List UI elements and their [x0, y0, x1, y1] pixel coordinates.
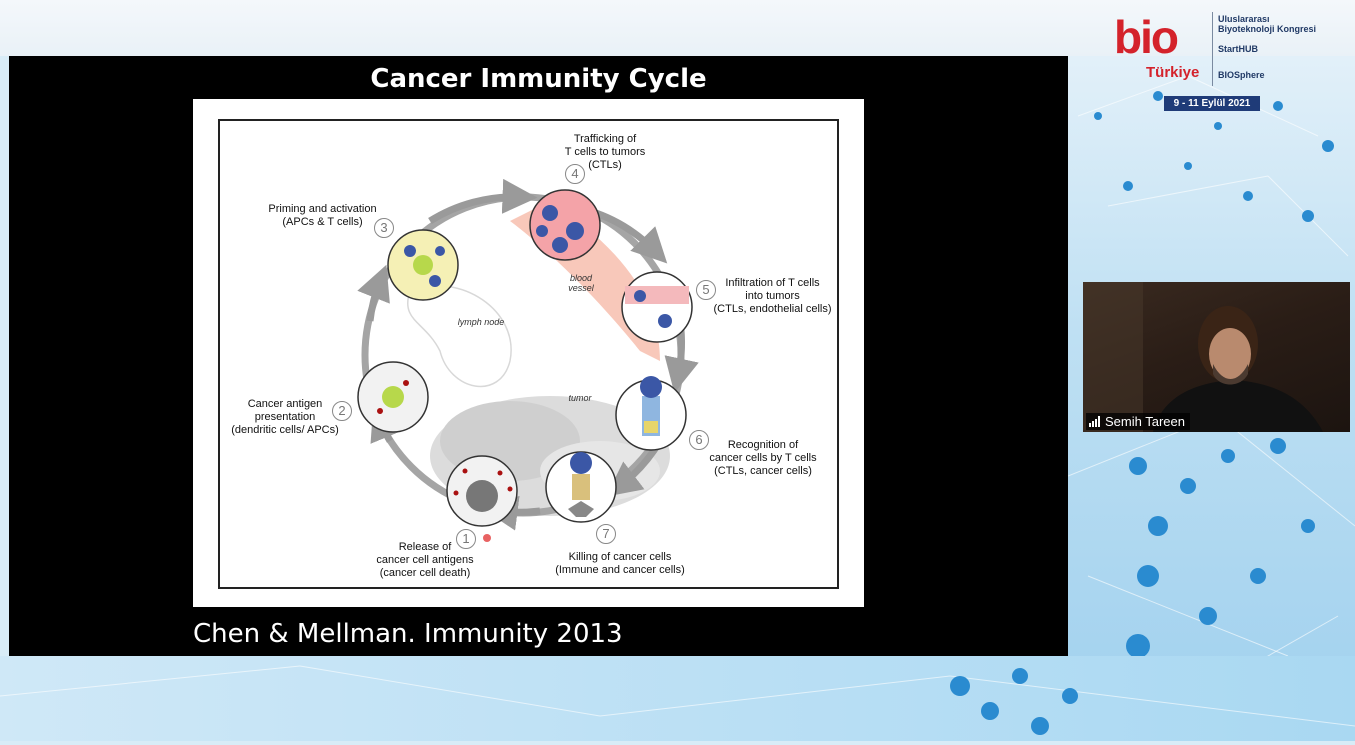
slide-citation: Chen & Mellman. Immunity 2013	[193, 619, 623, 649]
step-1-illustration	[446, 455, 518, 527]
logo-brand: bio	[1114, 11, 1179, 63]
step-2-label: Cancer antigen presentation (dendritic c…	[231, 398, 339, 436]
event-logo: bio Türkiye Uluslararası Biyoteknoloji K…	[1108, 10, 1348, 115]
tumor-label: tumor	[568, 393, 592, 403]
step-3-label: Priming and activation (APCs & T cells)	[268, 203, 377, 228]
top-banner	[0, 0, 1355, 56]
bottom-banner	[0, 656, 1355, 741]
figure-frame: 1 2 3 4 5 6 7 Release of cancer cell ant…	[218, 119, 839, 589]
step-3-number: 3	[374, 218, 394, 238]
step-5-label: Infiltration of T cells into tumors (CTL…	[713, 277, 832, 315]
network-decoration-bottom	[0, 665, 1355, 735]
participant-video[interactable]	[1083, 282, 1350, 432]
step-7-label: Killing of cancer cells (Immune and canc…	[555, 551, 685, 576]
logo-country: Türkiye	[1146, 64, 1200, 81]
figure-panel: 1 2 3 4 5 6 7 Release of cancer cell ant…	[193, 99, 864, 607]
event-dates: 9 - 11 Eylül 2021	[1164, 96, 1260, 111]
step-1-label: Release of cancer cell antigens (cancer …	[376, 541, 474, 579]
step-2-number: 2	[332, 401, 352, 421]
shared-slide: Cancer Immunity Cycle	[9, 56, 1068, 656]
logo-line-4: BIOSphere	[1218, 70, 1265, 80]
signal-bars-icon	[1089, 416, 1100, 427]
step-7-number: 7	[596, 524, 616, 544]
lymph-node	[407, 285, 512, 388]
logo-line-1: Uluslararası	[1218, 14, 1270, 24]
step-3-illustration	[387, 229, 459, 301]
logo-divider	[1212, 12, 1213, 86]
step-4-label: Trafficking of T cells to tumors (CTLs)	[564, 133, 646, 171]
step-4-number: 4	[565, 164, 585, 184]
logo-line-3: StartHUB	[1218, 44, 1259, 54]
speaker-silhouette	[1083, 282, 1323, 432]
step-6-illustration	[615, 376, 687, 451]
step-4-illustration	[529, 189, 601, 261]
step-5-number: 5	[696, 280, 716, 300]
slide-title: Cancer Immunity Cycle	[370, 64, 707, 94]
lymph-node-label: lymph node	[457, 317, 505, 327]
step-2-illustration	[357, 361, 429, 433]
step-7-illustration	[545, 451, 617, 523]
step-6-label: Recognition of cancer cells by T cells (…	[709, 439, 817, 477]
blood-vessel-label: blood vessel	[568, 273, 594, 293]
step-1-number: 1	[456, 529, 476, 549]
step-6-number: 6	[689, 430, 709, 450]
pointer-dot	[483, 534, 491, 542]
participant-name-tag: Semih Tareen	[1086, 413, 1190, 430]
participant-name: Semih Tareen	[1105, 414, 1185, 429]
cycle-diagram	[357, 178, 699, 542]
logo-line-2: Biyoteknoloji Kongresi	[1218, 24, 1317, 34]
step-5-illustration	[621, 271, 693, 343]
